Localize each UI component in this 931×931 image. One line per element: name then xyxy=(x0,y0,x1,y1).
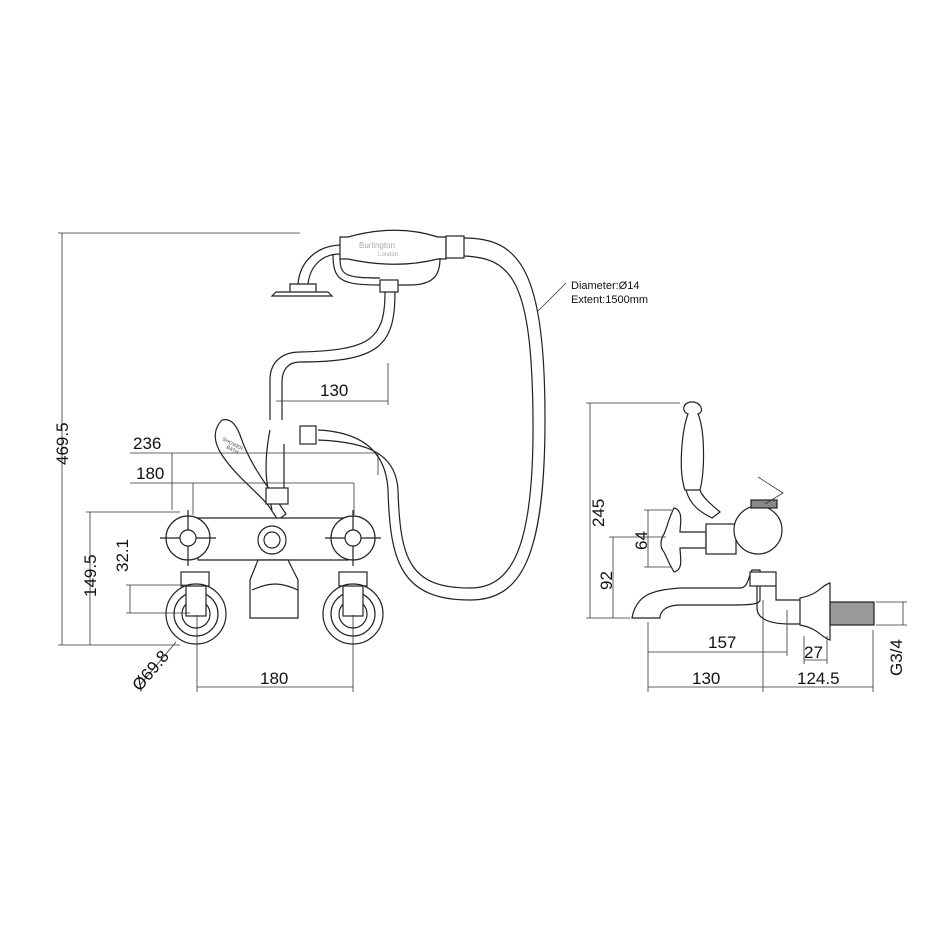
dim-centres-top: 180 xyxy=(136,464,164,483)
handset-cradle-clip xyxy=(379,279,399,293)
dim-outlet-height: 149.5 xyxy=(81,554,100,597)
handset-handle xyxy=(339,229,447,265)
hose-diameter-note: Diameter:Ø14 xyxy=(571,280,639,292)
bath-spout xyxy=(249,559,299,619)
dim-centres-bottom: 180 xyxy=(260,669,288,688)
brand-sub: London xyxy=(378,252,398,258)
hose-extent-note: Extent:1500mm xyxy=(571,294,648,306)
side-top-cap xyxy=(750,499,778,509)
hot-cross-handle xyxy=(160,510,216,566)
side-cross-handle xyxy=(660,507,707,573)
brand-name: Burlington xyxy=(359,241,395,250)
shower-head xyxy=(270,283,334,297)
side-thread xyxy=(829,601,875,626)
hose-connector xyxy=(445,235,465,259)
side-dimensions: 245 92 64 157 130 124.5 27 G3/4 xyxy=(586,402,907,692)
dim-leg-length: 124.5 xyxy=(797,669,840,688)
dim-spout-reach: 157 xyxy=(708,633,736,652)
diverter-nut xyxy=(265,487,289,505)
side-valve-body xyxy=(705,523,737,555)
dim-handle-span: 64 xyxy=(632,531,651,550)
hose-leader-line xyxy=(536,282,567,313)
front-view: Burlington London SHOWER BATH xyxy=(53,229,648,695)
cold-cross-handle xyxy=(325,510,381,566)
shower-hose xyxy=(317,237,546,601)
side-view: 245 92 64 157 130 124.5 27 G3/4 xyxy=(586,401,907,692)
side-nut xyxy=(749,571,777,587)
dim-width-total: 236 xyxy=(133,434,161,453)
left-wall-plate xyxy=(165,571,227,645)
dim-offset: 32.1 xyxy=(113,539,132,572)
side-lever xyxy=(680,401,721,519)
dim-total-height: 469.5 xyxy=(53,422,72,465)
hose-nut xyxy=(299,425,317,445)
shower-handset: Burlington London xyxy=(269,229,465,420)
dim-thread: G3/4 xyxy=(887,639,906,676)
lever-label-bath: BATH xyxy=(225,444,240,456)
dim-plate-depth: 27 xyxy=(804,643,823,662)
side-diverter-body xyxy=(733,505,783,555)
diverter-lever xyxy=(214,419,287,521)
dim-handle-height: 92 xyxy=(597,571,616,590)
diverter-boss xyxy=(257,525,287,555)
dim-side-height: 245 xyxy=(589,499,608,527)
dim-projection: 130 xyxy=(692,669,720,688)
dim-plate-diameter: Ø69.8 xyxy=(129,647,173,695)
side-wall-plate xyxy=(799,582,831,641)
side-spout xyxy=(631,569,761,619)
dim-handset-reach: 130 xyxy=(320,381,348,400)
